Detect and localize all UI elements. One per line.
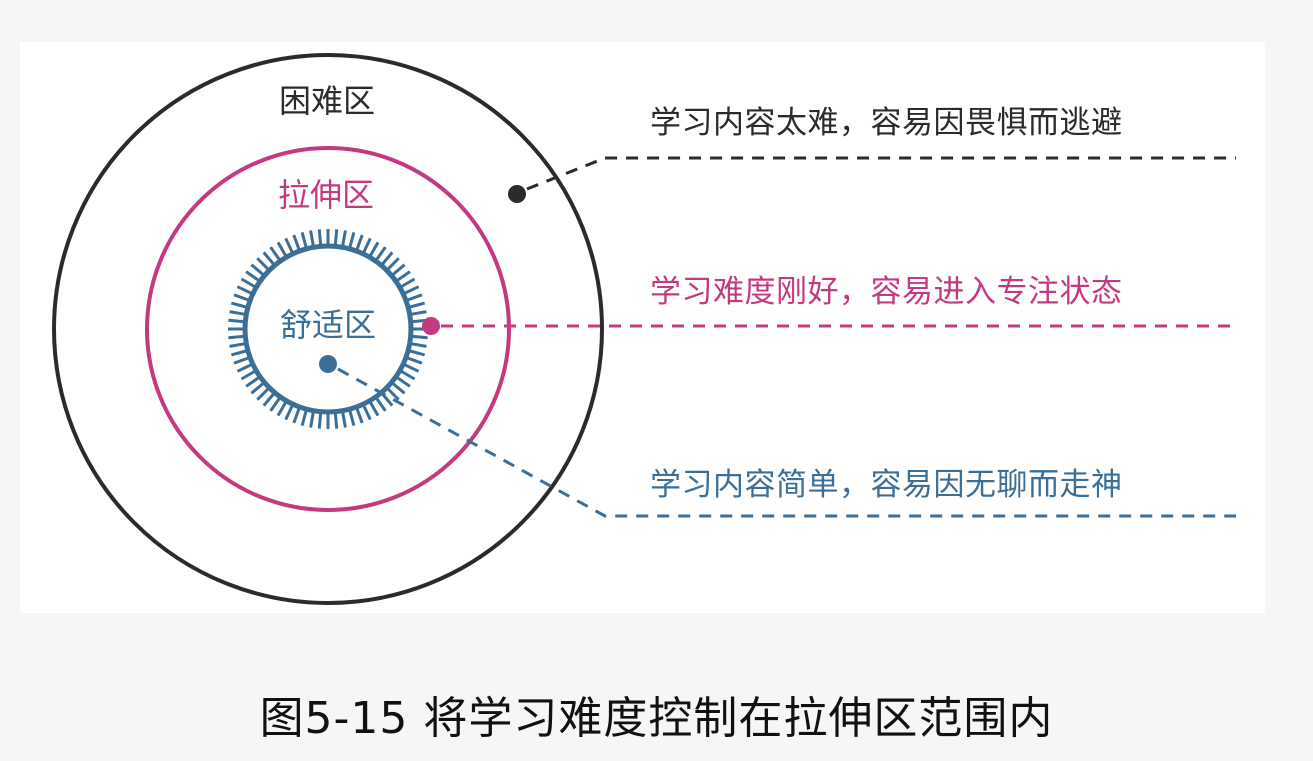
stretch-zone-label: 拉伸区 <box>278 176 374 214</box>
comfort-zone-tick <box>300 410 308 426</box>
figure-caption: 图5-15 将学习难度控制在拉伸区范围内 <box>259 693 1054 744</box>
comfort-zone-tick <box>348 232 356 248</box>
comfort-zone-tick <box>355 234 364 250</box>
comfort-zone-leader-line <box>337 367 1236 518</box>
comfort-zone-tick <box>229 310 245 316</box>
comfort-zone-tick <box>233 356 249 365</box>
comfort-zone-marker <box>319 355 337 373</box>
comfort-zone-tick <box>400 370 416 381</box>
comfort-zone-tick <box>228 334 244 340</box>
comfort-zone-tick <box>300 232 308 248</box>
comfort-zone-tick <box>407 356 423 365</box>
comfort-zone-tick <box>409 301 425 309</box>
comfort-zone-tick <box>236 363 252 373</box>
comfort-zone-tick <box>262 251 275 265</box>
comfort-zone-tick <box>256 257 269 270</box>
comfort-zone-tick <box>269 397 281 412</box>
comfort-zone-tick <box>292 408 301 424</box>
comfort-zone-tick <box>256 388 269 401</box>
comfort-zone-tick <box>381 251 394 265</box>
stretch-zone-marker <box>422 317 440 335</box>
comfort-zone-tick <box>392 382 406 395</box>
comfort-zone-tick <box>284 237 294 253</box>
hard-zone-leader-line <box>526 156 1236 191</box>
comfort-zone-tick <box>236 285 252 295</box>
hard-zone-circle <box>52 53 604 605</box>
comfort-zone-tick <box>396 376 411 388</box>
comfort-zone-tick <box>240 370 256 381</box>
comfort-zone-tick <box>348 410 356 426</box>
comfort-zone-tick <box>309 230 315 246</box>
comfort-zone-tick <box>341 412 347 428</box>
comfort-zone-tick <box>317 229 323 245</box>
comfort-zone-tick <box>396 270 411 282</box>
comfort-zone-tick <box>269 246 281 261</box>
hard-zone-label: 困难区 <box>279 82 375 120</box>
comfort-zone-tick <box>411 310 427 316</box>
comfort-zone-label: 舒适区 <box>280 306 376 344</box>
comfort-zone-tick <box>400 277 416 288</box>
comfort-zone-tick <box>231 349 247 357</box>
comfort-zone-tick <box>229 342 245 348</box>
comfort-zone-tick <box>292 234 301 250</box>
comfort-zone-tick <box>228 318 244 324</box>
comfort-zone-tick <box>333 229 339 245</box>
comfort-zone-tick <box>387 257 400 270</box>
comfort-zone-tick <box>362 405 372 421</box>
comfort-zone-tick <box>231 301 247 309</box>
comfort-zone-tick <box>250 263 264 276</box>
comfort-zone-tick <box>362 237 372 253</box>
comfort-zone-tick <box>412 334 428 340</box>
comfort-zone-tick <box>276 241 287 257</box>
comfort-zone-tick <box>409 349 425 357</box>
comfort-zone-tick <box>369 401 380 417</box>
comfort-zone-tick <box>411 342 427 348</box>
stretch-zone-note: 学习难度刚好，容易进入专注状态 <box>650 274 1123 310</box>
hard-zone-note: 学习内容太难，容易因畏惧而逃避 <box>650 105 1123 141</box>
comfort-zone-tick <box>387 388 400 401</box>
comfort-zone-tick <box>284 405 294 421</box>
comfort-zone-tick <box>392 263 406 276</box>
comfort-zone-tick <box>233 293 249 302</box>
stretch-zone-circle <box>145 146 511 512</box>
comfort-zone-tick <box>375 246 387 261</box>
comfort-zone-tick <box>333 413 339 429</box>
comfort-zone-ticks <box>228 229 428 429</box>
comfort-zone-tick <box>276 401 287 417</box>
comfort-zone-tick <box>262 393 275 407</box>
comfort-zone-tick <box>404 363 420 373</box>
comfort-zone-circle <box>242 243 414 415</box>
comfort-zone-tick <box>341 230 347 246</box>
comfort-zone-tick <box>407 293 423 302</box>
comfort-zone-tick <box>250 382 264 395</box>
comfort-zone-tick <box>317 413 323 429</box>
comfort-zone-tick <box>309 412 315 428</box>
comfort-zone-note: 学习内容简单，容易因无聊而走神 <box>650 467 1123 503</box>
comfort-zone-tick <box>404 285 420 295</box>
comfort-zone-tick <box>245 376 260 388</box>
comfort-zone-tick <box>240 277 256 288</box>
comfort-zone-tick <box>375 397 387 412</box>
hard-zone-marker <box>508 185 526 203</box>
comfort-zone-tick <box>369 241 380 257</box>
comfort-zone-tick <box>245 270 260 282</box>
comfort-zone-tick <box>355 408 364 424</box>
